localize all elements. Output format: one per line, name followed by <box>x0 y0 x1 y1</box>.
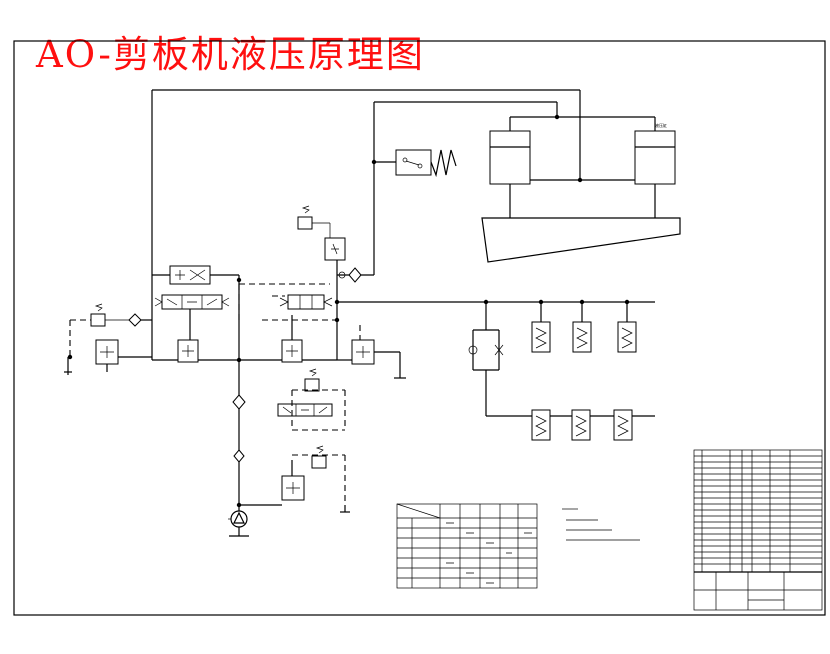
frame-border <box>13 40 826 616</box>
return-cylinder-2-icon <box>571 409 591 441</box>
hold-down-valve-far-left-icon <box>95 339 119 365</box>
shear-cylinder-left-icon <box>489 130 531 218</box>
check-valve-icon <box>233 449 245 463</box>
directional-valve-mid-icon <box>279 294 333 310</box>
hold-down-valve-mid-icon <box>281 339 303 363</box>
directional-valve-left-icon <box>154 265 230 310</box>
relief-valve-lower-icon <box>311 445 327 469</box>
pump-icon <box>228 510 249 537</box>
directional-valve-lower-icon <box>277 368 333 417</box>
valve-check-upper-icon <box>324 237 346 261</box>
hold-down-valve-lower-icon <box>281 475 305 501</box>
hold-down-cylinder-1-icon <box>531 302 551 353</box>
relief-valve-left-icon <box>90 303 130 327</box>
pressure-switch-icon <box>374 149 457 178</box>
return-cylinder-3-icon <box>613 409 633 441</box>
hold-down-valve-right-icon <box>351 339 375 365</box>
hold-down-cylinder-2-icon <box>572 302 592 353</box>
technical-notes <box>562 508 640 541</box>
return-cylinder-1-icon <box>531 409 551 441</box>
hold-down-valve-left-icon <box>177 339 199 363</box>
relief-valve-top-icon <box>297 205 331 238</box>
filter-icon <box>232 394 246 410</box>
parts-list-and-title-block <box>693 449 823 611</box>
check-valve-upper-icon <box>338 267 362 283</box>
shear-cylinder-right-icon <box>634 130 676 218</box>
drawing-title: AO-剪板机液压原理图 <box>36 33 425 76</box>
shear-blade <box>481 217 681 263</box>
svg-text:液压缸: 液压缸 <box>655 122 667 128</box>
accumulator-branch-icon <box>468 329 504 371</box>
valve-action-table <box>396 503 538 589</box>
check-valve-left-icon <box>128 313 152 327</box>
hold-down-cylinder-3-icon <box>617 302 637 353</box>
